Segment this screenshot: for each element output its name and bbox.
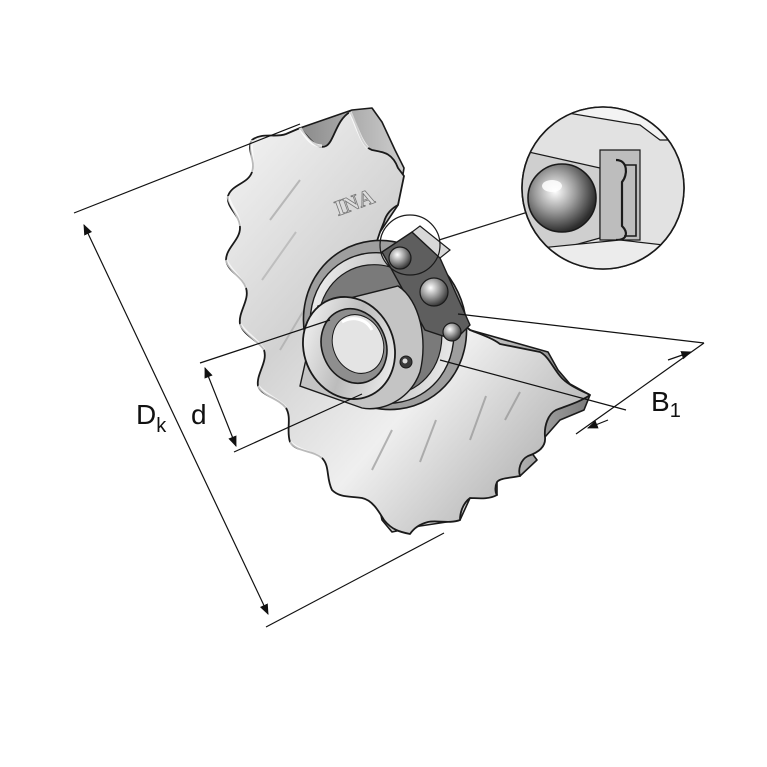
ball-detail bbox=[527, 163, 597, 233]
dk-subscript: k bbox=[156, 415, 167, 437]
dk-label: D bbox=[136, 399, 156, 430]
d-label: d bbox=[191, 399, 207, 430]
inner-ring-collar bbox=[299, 285, 424, 410]
svg-text:Dk: Dk bbox=[136, 399, 167, 437]
b1-subscript: 1 bbox=[670, 400, 681, 422]
dimension-d: d bbox=[191, 319, 363, 453]
detail-callout bbox=[379, 106, 685, 276]
dimension-dk: Dk bbox=[73, 123, 445, 628]
b1-label: B bbox=[651, 386, 670, 417]
dimension-b1: B1 bbox=[439, 313, 705, 435]
svg-text:B1: B1 bbox=[651, 386, 681, 422]
ball-element bbox=[388, 246, 462, 342]
